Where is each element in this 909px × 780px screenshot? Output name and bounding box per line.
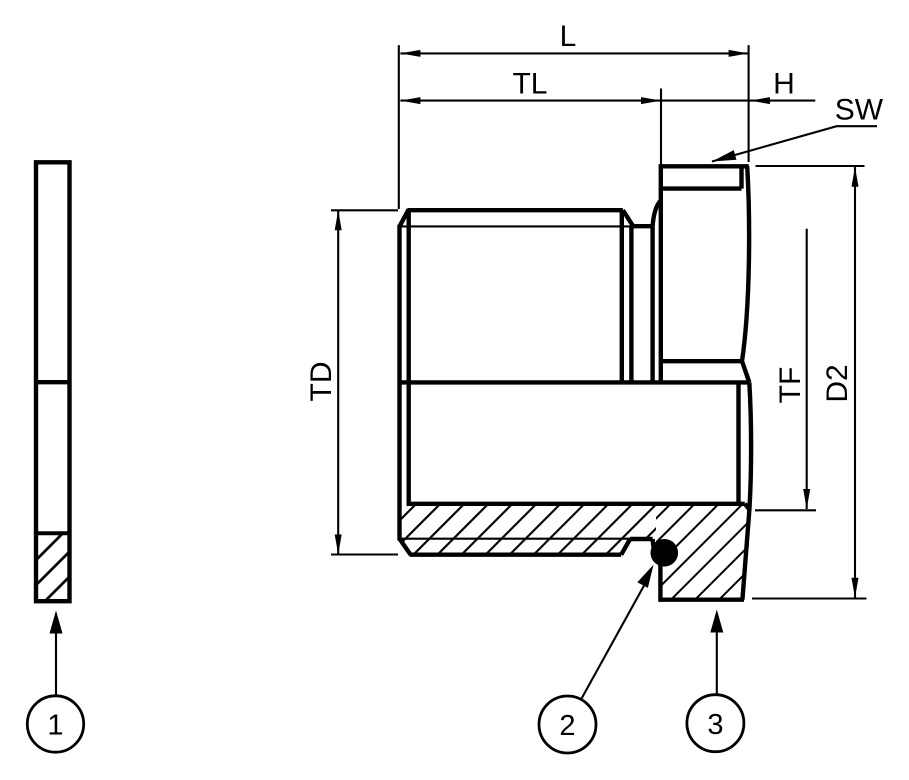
- svg-text:TD: TD: [305, 362, 338, 402]
- svg-text:3: 3: [707, 709, 723, 741]
- svg-text:SW: SW: [835, 94, 884, 127]
- svg-text:H: H: [773, 68, 795, 101]
- svg-text:TL: TL: [512, 68, 547, 101]
- svg-text:1: 1: [47, 710, 63, 742]
- svg-text:2: 2: [559, 710, 575, 742]
- svg-text:L: L: [560, 20, 577, 53]
- svg-text:TF: TF: [774, 367, 807, 404]
- svg-text:D2: D2: [821, 364, 854, 402]
